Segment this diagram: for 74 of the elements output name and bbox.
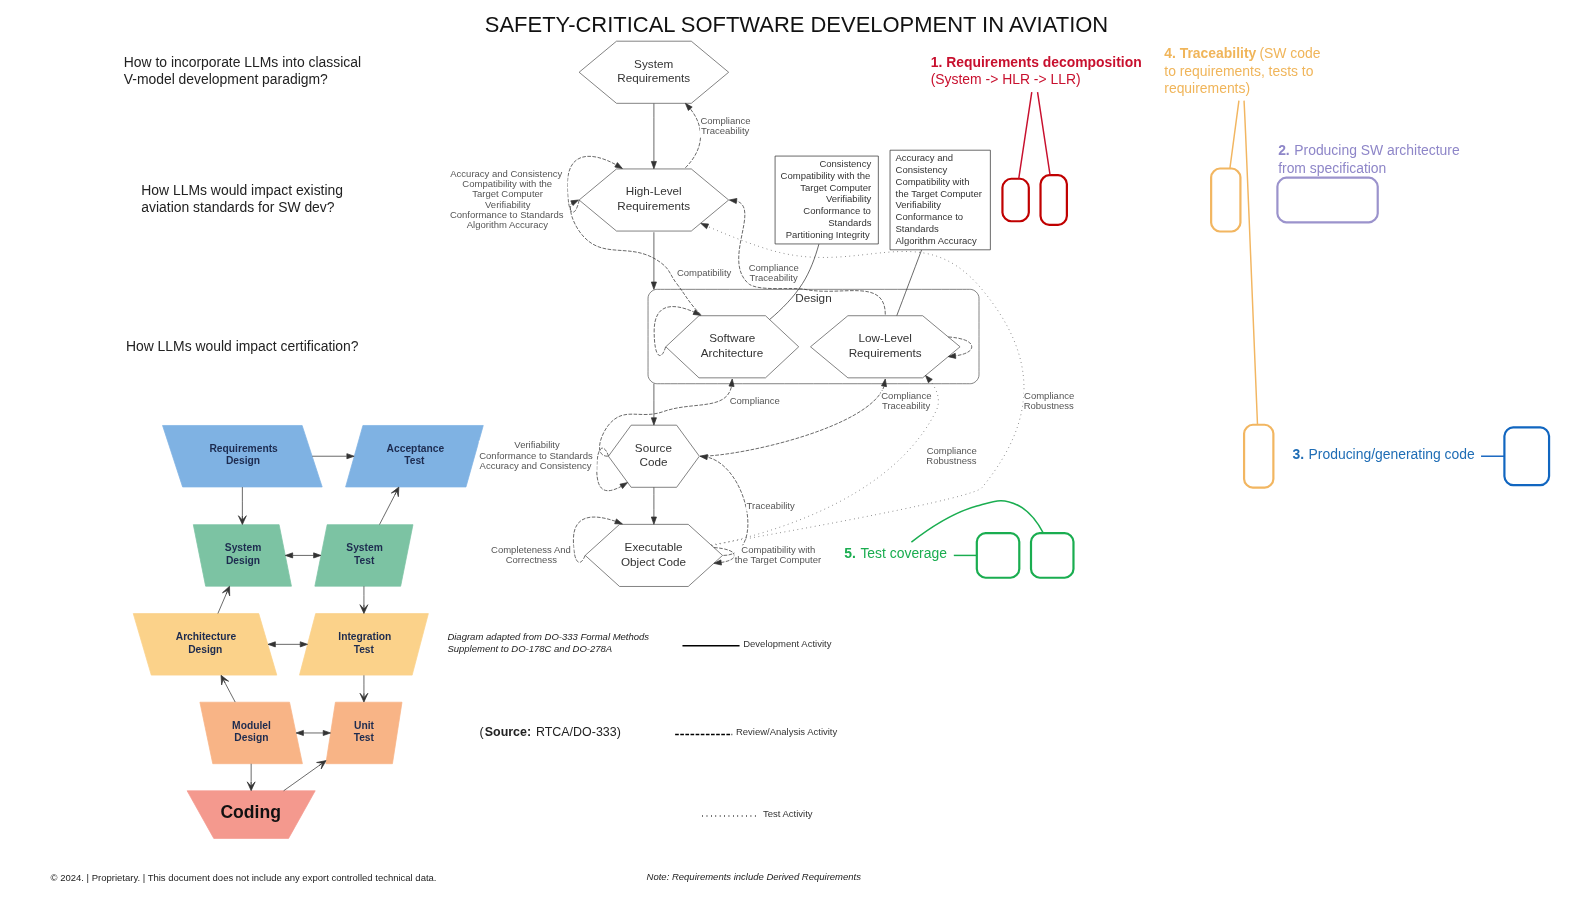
label: Note: Requirements include Derived Requirements: [646, 871, 861, 883]
label: © 2024. | Proprietary. | This document does not include any export controlled technical data.: [50, 872, 437, 884]
node-box: [1242, 423, 1274, 489]
label: How LLMs would impact existing aviation standards for SW dev?: [140, 182, 343, 215]
arrow: [237, 486, 247, 525]
arrow: [650, 103, 657, 170]
edge-label: Compliance Traceability: [880, 389, 931, 411]
edge-label: Compatibility with the Target Computer: [734, 543, 821, 566]
diagram-title: SAFETY-CRITICAL SOFTWARE DEVELOPMENT IN AVIATION: [484, 11, 1108, 37]
arrow: [699, 454, 748, 556]
label: (Source: RTCA/DO-333): [479, 724, 621, 739]
node-box: [1029, 532, 1075, 579]
arrow: [710, 375, 939, 546]
connector: [768, 243, 819, 320]
node-text: 5. Test coverage: [843, 545, 947, 562]
node-box: [1038, 174, 1068, 226]
edge-label: Compliance: [729, 394, 780, 406]
arrow: [650, 231, 657, 290]
legend-label: Review/Analysis Activity: [735, 726, 837, 738]
arrow: [572, 516, 623, 563]
arrow: [295, 730, 331, 736]
connector: [1036, 91, 1051, 176]
arrow: [282, 760, 326, 792]
node-text: 3. Producing/generating code: [1291, 446, 1475, 463]
edge-label: Accuracy and Consistency Compatibility with the Target Computer Verifiability Conformance to Standards Algorithm Accuracy: [449, 167, 563, 231]
node-box: [1502, 426, 1550, 487]
node-box: [975, 532, 1020, 579]
node-text: 1. Requirements decomposition (System -> HLR -> LLR): [930, 53, 1142, 88]
node-label: 2. Producing SW architecture from specification: [1277, 142, 1460, 176]
edge-label: Compatibility: [676, 266, 731, 278]
connector: [1479, 455, 1505, 457]
legend-label: Test Activity: [762, 808, 813, 820]
arrow: [598, 378, 734, 457]
node-box: [1209, 167, 1242, 233]
arrow: [378, 486, 399, 525]
arrow: [220, 674, 236, 703]
arrow: [947, 336, 972, 359]
arrow: [684, 103, 701, 169]
arrow: [217, 585, 230, 614]
edge-label: Compliance Traceability: [748, 261, 799, 283]
arrow: [284, 552, 321, 559]
edge-label: Compliance Traceability: [699, 115, 751, 137]
edge-label: Compliance Robustness: [1023, 389, 1074, 411]
arrow: [650, 487, 657, 525]
arrow: [595, 447, 628, 492]
arrow: [700, 223, 1024, 546]
label: How to incorporate LLMs into classical V-model development paradigm?: [123, 54, 361, 88]
edge-label: Traceability: [746, 499, 795, 511]
arrow: [713, 547, 735, 566]
edge-label: Compliance Robustness: [925, 444, 977, 466]
connector: [1017, 91, 1032, 180]
connector: [1242, 99, 1258, 426]
connector: [1228, 99, 1240, 170]
connector: [910, 499, 1044, 543]
arrow: [246, 763, 255, 791]
connector: [952, 554, 977, 557]
node-box: [1000, 177, 1030, 223]
arrow: [359, 674, 368, 703]
arrow: [569, 199, 701, 315]
node-box: Accuracy and Consistency Compatibility with the Target Computer Verifiability Conformance to Standards Algorithm Accuracy: [889, 149, 991, 251]
arrow: [267, 641, 308, 648]
arrow: [566, 156, 623, 213]
node-box: Consistency Compatibility with the Target Computer Verifiability Conformance to Standards Partitioning Integrity: [774, 155, 879, 245]
arrow: [650, 383, 657, 426]
arrow: [311, 453, 355, 460]
legend-label: Development Activity: [742, 637, 831, 649]
label: Diagram adapted from DO-333 Formal Methods Supplement to DO-178C and DO-278A: [446, 631, 649, 654]
node-box: [1275, 176, 1379, 224]
node-text: 4. Traceability (SW code to requirements, tests to requirements): [1163, 45, 1321, 96]
edge-label: Completeness And Correctness: [490, 543, 571, 566]
arrow: [359, 585, 368, 614]
label: How LLMs would impact certification?: [125, 337, 359, 354]
connector: [895, 249, 922, 316]
arrow: [728, 198, 886, 315]
